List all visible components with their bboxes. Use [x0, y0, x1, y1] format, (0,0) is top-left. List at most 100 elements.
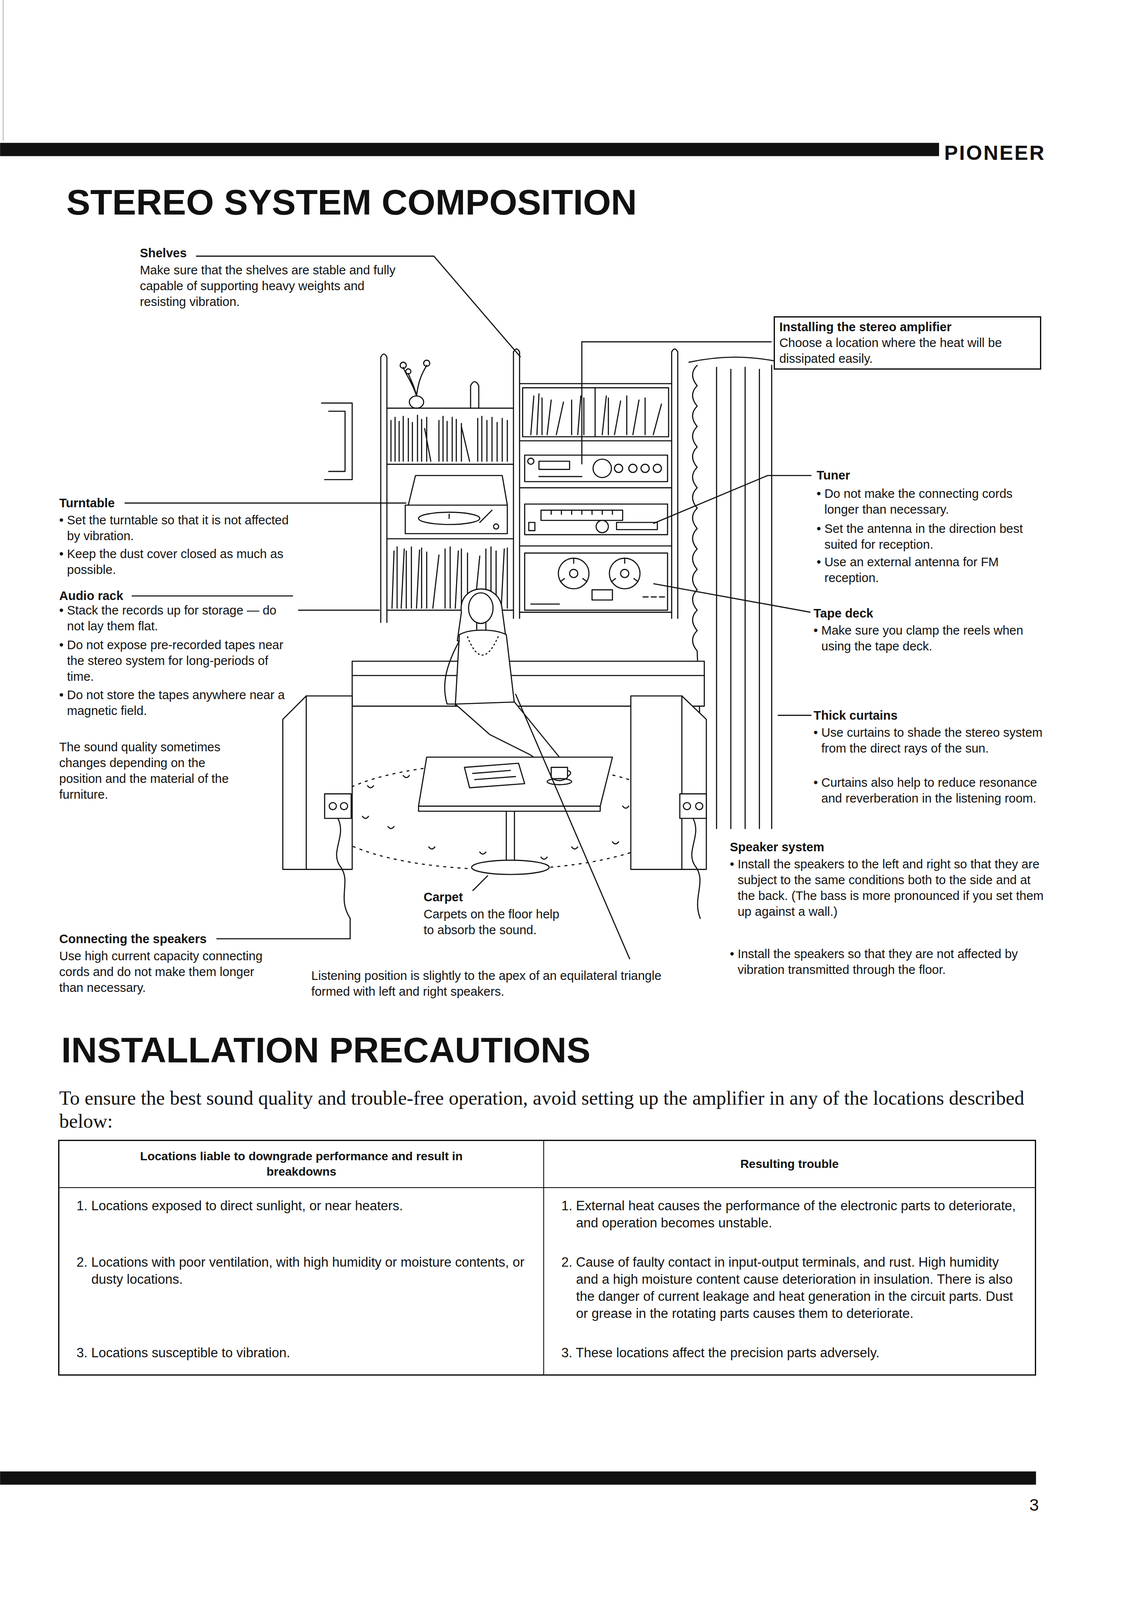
plant-and-vase — [409, 395, 424, 409]
plant-and-vase — [400, 360, 479, 409]
woman-figure — [467, 636, 499, 656]
table-header: Resulting trouble — [740, 1156, 839, 1173]
turntable-drawing — [405, 475, 508, 534]
table-cell-frame: 3. Locations susceptible to vibration. — [59, 1335, 545, 1375]
amplifier-drawing — [592, 459, 612, 478]
amplifier-drawing — [653, 464, 662, 473]
tuner-drawing — [541, 510, 623, 521]
books — [391, 415, 508, 462]
left-speaker — [324, 794, 351, 819]
turntable-drawing — [449, 510, 492, 523]
tape-deck-drawing — [569, 569, 578, 578]
left-speaker — [329, 802, 337, 810]
callout-bullet: • Set the antenna in the direction best … — [816, 521, 1048, 553]
table-cell-frame: 1. Locations exposed to direct sunlight,… — [59, 1188, 545, 1245]
callout-text: Make sure that the shelves are stable an… — [139, 262, 414, 310]
coffee-table — [418, 757, 613, 807]
leader-line — [131, 595, 293, 597]
plant-and-vase — [400, 362, 407, 369]
callout-bullet: • Make sure you clamp the reels when usi… — [813, 622, 1045, 655]
callout-bullet: • Install the speakers to the left and r… — [729, 856, 1044, 920]
wall-picture — [321, 403, 353, 480]
coffee-table — [506, 811, 515, 863]
callout-bullet: • Keep the dust cover closed as much as … — [59, 546, 291, 578]
woman-figure — [468, 592, 493, 624]
plant-and-vase — [405, 368, 411, 375]
table-cell-frame: 1. External heat causes the performance … — [544, 1188, 1035, 1245]
callout-heading: Tape deck — [813, 605, 874, 622]
callout-heading: Connecting the speakers — [59, 931, 207, 948]
bookshelf — [380, 352, 678, 623]
callout-text: Listening position is slightly to the ap… — [311, 968, 696, 1000]
page-bar — [0, 142, 1037, 1485]
coffee-table — [418, 806, 601, 812]
woman-figure — [455, 630, 515, 707]
callout-text: Choose a location where the heat will be… — [779, 335, 1036, 367]
callout-bullet: • Do not store the tapes anywhere near a… — [59, 687, 291, 719]
amplifier-drawing — [538, 461, 570, 470]
page-bar — [0, 142, 940, 157]
callout-bullet: • Set the turntable so that it is not af… — [59, 512, 291, 545]
right-speaker — [681, 695, 683, 870]
amplifier-drawing — [614, 464, 623, 473]
callout-text: Use high current capacity connecting cor… — [59, 948, 274, 996]
callout-heading: Thick curtains — [813, 707, 898, 724]
page-bar — [0, 1471, 1037, 1485]
right-speaker — [683, 802, 691, 810]
tuner-drawing — [596, 520, 609, 534]
tuner-drawing — [616, 522, 658, 531]
leader-line — [216, 918, 351, 940]
plant-and-vase — [423, 360, 430, 367]
sofa-drawing — [352, 674, 705, 677]
callout-text: The sound quality sometimes changes depe… — [59, 739, 239, 803]
right-speaker — [630, 695, 707, 919]
page-title: STEREO SYSTEM COMPOSITION — [66, 180, 637, 224]
table-cell: 2. Cause of faulty contact in input-outp… — [561, 1254, 1018, 1323]
plant-and-vase — [470, 381, 479, 409]
right-speaker — [691, 818, 701, 919]
tuner-drawing — [551, 510, 613, 515]
tape-deck-drawing — [620, 569, 629, 578]
table-cell-frame: 2. Cause of faulty contact in input-outp… — [544, 1244, 1035, 1336]
right-speaker — [679, 794, 707, 819]
callout-heading: Speaker system — [729, 839, 825, 856]
callout-bullet: • Use an external antenna for FM recepti… — [816, 554, 1048, 587]
bookshelf — [380, 349, 678, 358]
glass-door-compartment — [530, 394, 662, 436]
tape-deck-drawing — [530, 597, 665, 605]
scan-edge — [2, 0, 4, 142]
tuner-drawing — [524, 504, 668, 536]
scan-edge — [2, 0, 4, 142]
tape-deck-drawing — [560, 558, 638, 582]
amplifier-drawing — [628, 464, 637, 473]
glass-door-compartment — [522, 387, 669, 437]
amplifier-drawing — [524, 455, 668, 482]
leader-line — [581, 341, 772, 465]
leader-line — [124, 502, 407, 504]
section-heading: INSTALLATION PRECAUTIONS — [61, 1028, 591, 1072]
bookshelf — [380, 349, 678, 623]
amplifier-drawing — [538, 476, 582, 478]
table-cell: 3. Locations susceptible to vibration. — [76, 1344, 527, 1362]
tuner-drawing — [524, 504, 668, 536]
woman-figure — [444, 641, 460, 705]
left-speaker — [282, 695, 353, 919]
curtain-drawing — [689, 357, 781, 363]
coffee-table — [418, 757, 613, 875]
room-illustration — [282, 349, 781, 919]
coffee-table — [547, 778, 572, 785]
table-cell: 3. These locations affect the precision … — [561, 1344, 1018, 1362]
coffee-table — [471, 860, 549, 875]
woman-figure — [444, 589, 577, 776]
turntable-drawing — [408, 475, 508, 506]
precautions-table: Locations liable to downgrade performanc… — [58, 1139, 1037, 1376]
glass-door-compartment — [522, 387, 669, 437]
books — [391, 415, 508, 462]
brand-logo: PIONEER — [944, 140, 1046, 166]
amplifier-drawing — [524, 455, 668, 482]
right-speaker — [630, 695, 707, 870]
wall-picture — [321, 403, 353, 480]
callout-bullet: • Do not expose pre-recorded tapes near … — [59, 637, 291, 685]
callout-heading: Tuner — [816, 467, 850, 484]
